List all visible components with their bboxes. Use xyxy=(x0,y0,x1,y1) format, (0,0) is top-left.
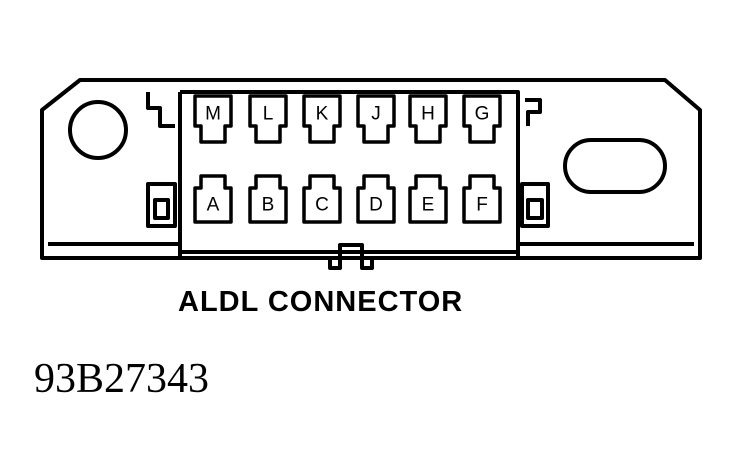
pin-cavity xyxy=(193,174,233,224)
connector-key-tab xyxy=(328,243,374,270)
mounting-hole-icon xyxy=(68,100,128,160)
connector-base-right xyxy=(516,242,694,258)
pin-label: L xyxy=(263,104,274,125)
pin-cavity-block xyxy=(178,90,520,244)
pin-cavity xyxy=(462,174,502,224)
pin-label: M xyxy=(205,104,221,125)
pin-cavity xyxy=(356,174,396,224)
pin-b: B xyxy=(248,174,288,224)
pin-cavity xyxy=(356,94,396,144)
pin-cavity xyxy=(302,94,342,144)
pin-cavity xyxy=(248,94,288,144)
pin-a: A xyxy=(193,174,233,224)
pin-label: K xyxy=(316,104,329,125)
pin-g: G xyxy=(462,94,502,144)
right-bottom-notch xyxy=(520,182,550,228)
pin-label: D xyxy=(369,195,383,216)
pin-j: J xyxy=(356,94,396,144)
pin-label: G xyxy=(475,104,490,125)
pin-f: F xyxy=(462,174,502,224)
left-bottom-notch xyxy=(146,182,177,228)
left-bottom-notch-inner xyxy=(153,198,170,220)
connector-caption: ALDL CONNECTOR xyxy=(178,286,464,318)
connector-housing xyxy=(40,78,702,260)
pin-m: M xyxy=(193,94,233,144)
pin-d: D xyxy=(356,174,396,224)
pin-label: E xyxy=(422,195,435,216)
pin-cavity xyxy=(248,174,288,224)
right-bottom-notch-inner xyxy=(526,198,544,220)
right-top-notch xyxy=(525,98,542,126)
oval-slot-icon xyxy=(563,138,667,194)
pin-cavity xyxy=(408,94,448,144)
pin-label: J xyxy=(371,104,381,125)
pin-cavity xyxy=(302,174,342,224)
pin-h: H xyxy=(408,94,448,144)
pin-l: L xyxy=(248,94,288,144)
pin-c: C xyxy=(302,174,342,224)
pin-label: C xyxy=(315,195,329,216)
pin-label: F xyxy=(476,195,488,216)
pin-label: H xyxy=(421,104,435,125)
figure-id: 93B27343 xyxy=(34,356,210,402)
pin-e: E xyxy=(408,174,448,224)
pin-cavity xyxy=(408,174,448,224)
pin-label: B xyxy=(262,195,275,216)
bottom-pin-row: A B C D E F xyxy=(193,174,502,224)
left-top-notch xyxy=(146,92,175,128)
pin-k: K xyxy=(302,94,342,144)
connector-base-left xyxy=(48,242,182,258)
pin-cavity xyxy=(193,94,233,144)
pin-cavity xyxy=(462,94,502,144)
pin-label: A xyxy=(207,195,220,216)
